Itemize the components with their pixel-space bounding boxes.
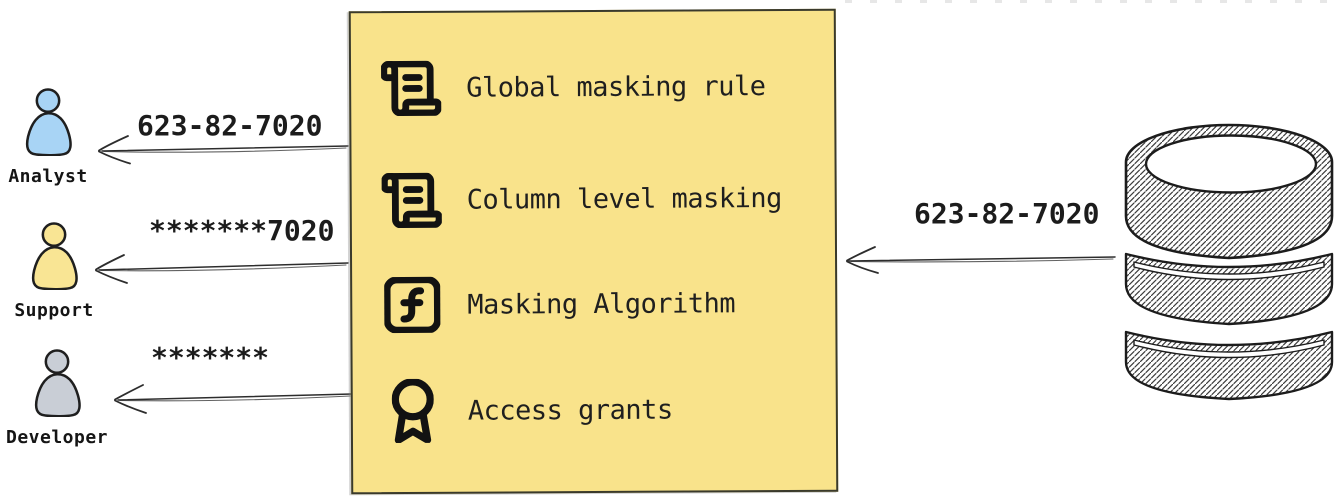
persona-support: Support	[14, 222, 93, 321]
cropped-edge-dashed-line	[845, 0, 1340, 3]
masked-value-developer: *******	[151, 341, 270, 374]
award-icon	[391, 378, 434, 444]
arrow-database-to-panel-icon	[846, 246, 1116, 274]
masking-rules-panel: Global masking rule Column level masking…	[348, 8, 839, 495]
person-icon	[31, 222, 78, 290]
function-square-icon	[384, 276, 441, 334]
masked-value-support: *******7020	[149, 214, 335, 247]
person-icon	[34, 349, 81, 417]
rule-label: Access grants	[467, 394, 673, 427]
scroll-text-icon	[381, 172, 442, 228]
rule-label: Global masking rule	[466, 70, 766, 104]
arrow-to-analyst-icon	[98, 135, 349, 165]
arrow-to-developer-icon	[114, 384, 353, 414]
scroll-text-icon	[380, 60, 442, 116]
persona-analyst: Analyst	[8, 88, 87, 187]
person-icon	[25, 88, 72, 156]
masked-value-analyst: 623-82-7020	[137, 109, 323, 142]
rule-label: Masking Algorithm	[467, 287, 736, 321]
rule-row-column-masking: Column level masking	[381, 169, 782, 229]
persona-label-developer: Developer	[5, 427, 109, 448]
database-icon	[1124, 123, 1334, 401]
rule-row-global-masking: Global masking rule	[380, 57, 766, 117]
rule-row-masking-algorithm: Masking Algorithm	[382, 274, 735, 334]
rule-row-access-grants: Access grants	[383, 378, 673, 444]
rule-label: Column level masking	[466, 182, 782, 216]
persona-label-support: Support	[14, 300, 94, 321]
persona-label-analyst: Analyst	[8, 166, 88, 187]
persona-developer: Developer	[6, 349, 108, 448]
arrow-to-support-icon	[95, 254, 349, 284]
database-value-label: 623-82-7020	[914, 197, 1100, 230]
